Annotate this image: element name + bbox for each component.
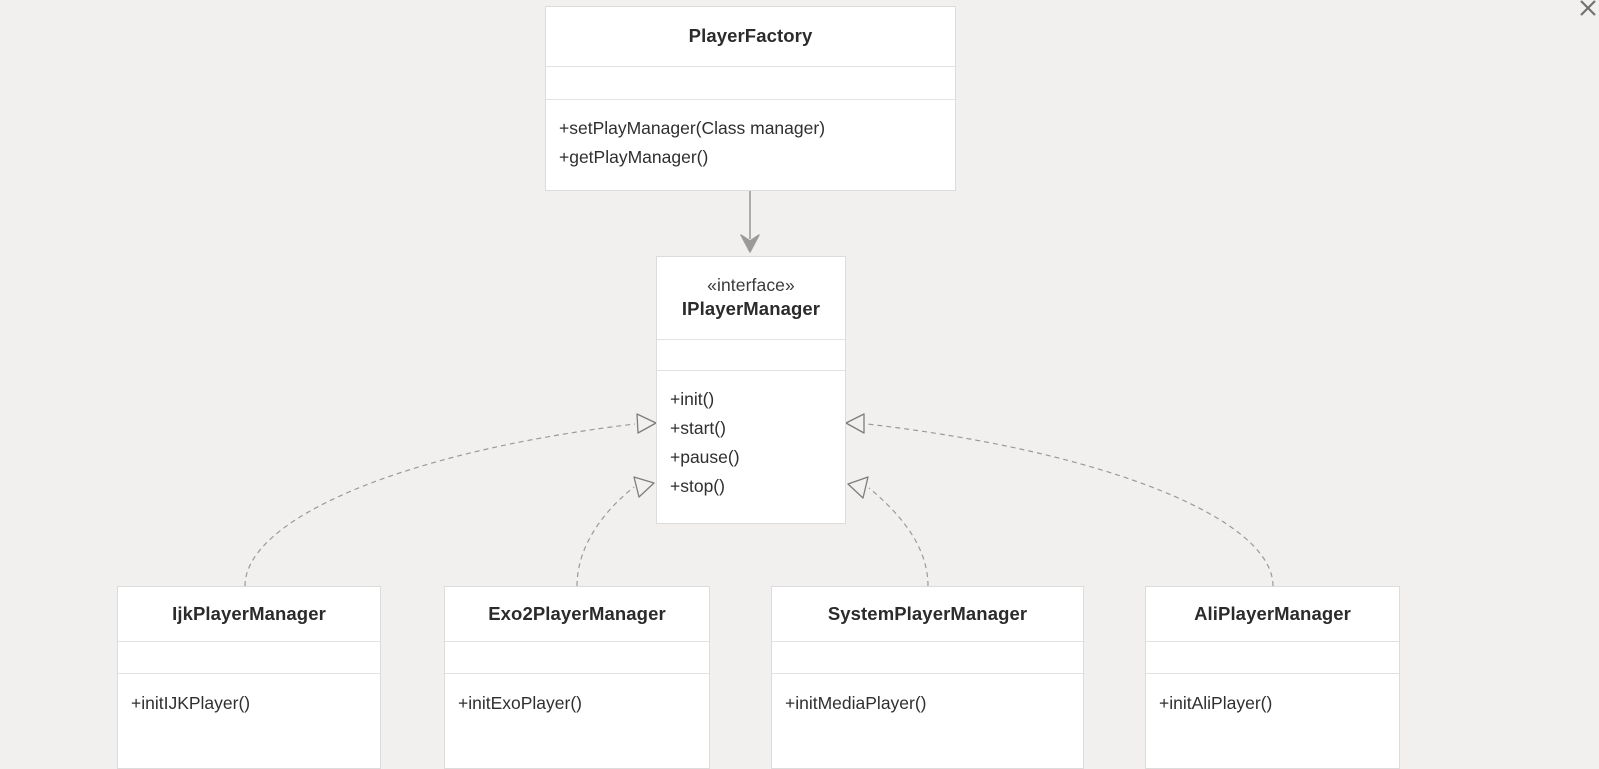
class-divider — [445, 673, 709, 674]
class-header-ali-player-manager: AliPlayerManager — [1146, 587, 1399, 641]
class-attributes-exo2-player-manager — [445, 642, 709, 673]
class-operation: +init() — [670, 389, 715, 409]
class-operations-exo2-player-manager: +initExoPlayer() — [445, 674, 709, 768]
class-divider — [445, 641, 709, 642]
class-name-ali-player-manager: AliPlayerManager — [1194, 602, 1351, 624]
class-name-ijk-player-manager: IjkPlayerManager — [172, 602, 326, 624]
class-divider — [118, 641, 380, 642]
class-divider — [1146, 641, 1399, 642]
class-header-system-player-manager: SystemPlayerManager — [772, 587, 1083, 641]
class-header-player-factory: PlayerFactory — [546, 7, 955, 66]
class-header-exo2-player-manager: Exo2PlayerManager — [445, 587, 709, 641]
class-attributes-ali-player-manager — [1146, 642, 1399, 673]
class-name-iplayer-manager: IPlayerManager — [681, 298, 821, 320]
class-operation: +getPlayManager() — [559, 147, 709, 167]
class-divider — [118, 673, 380, 674]
class-attributes-system-player-manager — [772, 642, 1083, 673]
class-operation: +pause() — [670, 447, 740, 467]
class-box-player-factory[interactable]: PlayerFactory +setPlayManager(Class mana… — [545, 6, 956, 191]
class-operations-ijk-player-manager: +initIJKPlayer() — [118, 674, 380, 768]
class-operation: +initMediaPlayer() — [785, 693, 927, 713]
hollow-triangle-arrowhead-icon — [636, 413, 657, 434]
edge-exo2playermanager-to-iplayermanager — [576, 476, 655, 587]
class-operation: +setPlayManager(Class manager) — [559, 118, 826, 138]
class-operations-iplayer-manager: +init() +start() +pause() +stop() — [657, 371, 845, 523]
class-divider — [657, 370, 845, 371]
edge-playerfactory-to-iplayermanager — [740, 191, 760, 253]
class-attributes-player-factory — [546, 67, 955, 99]
class-divider — [657, 339, 845, 340]
class-divider — [546, 99, 955, 100]
class-box-system-player-manager[interactable]: SystemPlayerManager +initMediaPlayer() — [771, 586, 1084, 769]
open-arrowhead-icon — [740, 234, 760, 253]
class-divider — [546, 66, 955, 67]
class-divider — [772, 641, 1083, 642]
class-box-iplayer-manager[interactable]: «interface» IPlayerManager +init() +star… — [656, 256, 846, 524]
close-icon[interactable] — [1576, 0, 1599, 22]
class-header-iplayer-manager: «interface» IPlayerManager — [657, 257, 845, 339]
class-name-player-factory: PlayerFactory — [688, 25, 813, 47]
class-name-system-player-manager: SystemPlayerManager — [827, 602, 1028, 624]
class-operations-system-player-manager: +initMediaPlayer() — [772, 674, 1083, 768]
class-stereotype-iplayer-manager: «interface» — [707, 274, 795, 295]
class-divider — [772, 673, 1083, 674]
class-divider — [1146, 673, 1399, 674]
class-box-ali-player-manager[interactable]: AliPlayerManager +initAliPlayer() — [1145, 586, 1400, 769]
class-attributes-ijk-player-manager — [118, 642, 380, 673]
class-operation: +start() — [670, 418, 726, 438]
edge-systemplayermanager-to-iplayermanager — [847, 476, 929, 587]
edge-ijkplayermanager-to-iplayermanager — [244, 413, 657, 587]
class-operations-ali-player-manager: +initAliPlayer() — [1146, 674, 1399, 768]
edge-aliplayermanager-to-iplayermanager — [845, 413, 1274, 587]
hollow-triangle-arrowhead-icon — [847, 476, 869, 499]
class-header-ijk-player-manager: IjkPlayerManager — [118, 587, 380, 641]
class-operation: +initAliPlayer() — [1159, 693, 1273, 713]
class-attributes-iplayer-manager — [657, 340, 845, 370]
class-box-ijk-player-manager[interactable]: IjkPlayerManager +initIJKPlayer() — [117, 586, 381, 769]
hollow-triangle-arrowhead-icon — [845, 413, 865, 434]
class-operation: +stop() — [670, 476, 725, 496]
class-box-exo2-player-manager[interactable]: Exo2PlayerManager +initExoPlayer() — [444, 586, 710, 769]
class-operation: +initExoPlayer() — [458, 693, 583, 713]
class-operations-player-factory: +setPlayManager(Class manager) +getPlayM… — [546, 100, 955, 190]
class-name-exo2-player-manager: Exo2PlayerManager — [488, 602, 666, 624]
class-operation: +initIJKPlayer() — [131, 693, 251, 713]
hollow-triangle-arrowhead-icon — [633, 476, 655, 498]
